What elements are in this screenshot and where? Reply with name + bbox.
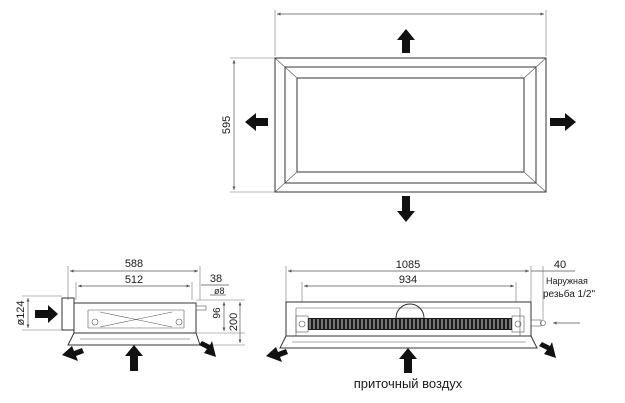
side-inlet-arrow-icon: [35, 305, 58, 323]
supply-air-label: приточный воздух: [354, 376, 463, 391]
front-housing: [285, 301, 532, 337]
top-view: 595: [221, 10, 576, 222]
panel-corner-tl: [274, 57, 298, 79]
front-endcap-right: [511, 315, 525, 333]
side-dim-dia124: ø124: [15, 300, 27, 325]
side-bolt-left: [91, 318, 99, 326]
panel-corner-tr: [523, 57, 547, 79]
front-dim-934: 934: [399, 274, 417, 286]
side-supply-arrow-icon: [125, 345, 143, 371]
front-fan-dome: [395, 303, 425, 319]
front-dim-40: 40: [554, 259, 566, 271]
front-outflow-right-arrow-icon: [539, 342, 556, 358]
airflow-up-arrow-icon: [397, 29, 415, 53]
side-bolt-right: [175, 318, 183, 326]
front-outflow-left-arrow-icon: [266, 347, 288, 362]
front-fins: [309, 319, 511, 329]
side-inlet-spigot: [61, 297, 75, 331]
airflow-right-arrow-icon: [550, 113, 576, 131]
side-dim-38: 38: [210, 273, 222, 285]
panel-outer-frame: [274, 57, 547, 193]
panel-inner-frame: [296, 77, 525, 173]
side-outflow-left-arrow-icon: [62, 346, 84, 361]
front-dim-1085: 1085: [396, 259, 420, 271]
thread-label-line2: резьба 1/2": [543, 288, 595, 300]
panel-corner-bl: [274, 171, 298, 193]
side-housing: [73, 302, 197, 334]
front-supply-arrow-icon: [399, 348, 417, 373]
side-cross-2: [99, 311, 173, 328]
top-height-label: 595: [221, 116, 233, 134]
side-pipe-stub: [195, 305, 207, 311]
front-view: 1085 934 40 Наружная резьба 1/2": [266, 259, 595, 391]
side-dim-96: 96: [212, 307, 223, 319]
side-dim-200: 200: [228, 313, 240, 331]
front-connection-pipe: [530, 319, 542, 327]
panel-corner-br: [523, 171, 547, 193]
panel-middle-frame: [284, 66, 537, 184]
side-view: 588 512 38 ø8 96 200 ø124: [15, 258, 245, 371]
airflow-left-arrow-icon: [245, 113, 268, 131]
front-valve-left: [298, 320, 306, 328]
side-outflow-right-arrow-icon: [199, 341, 216, 357]
front-connection-nut: [540, 320, 546, 326]
side-dim-512: 512: [125, 274, 143, 286]
front-endcap-left: [295, 315, 309, 333]
front-bottom-flange: [279, 335, 538, 349]
side-dim-588: 588: [125, 258, 143, 270]
thread-label-line1: Наружная: [546, 276, 588, 286]
front-valve-right: [514, 320, 522, 328]
airflow-down-arrow-icon: [397, 196, 415, 222]
side-dim-dia8: ø8: [214, 286, 225, 296]
